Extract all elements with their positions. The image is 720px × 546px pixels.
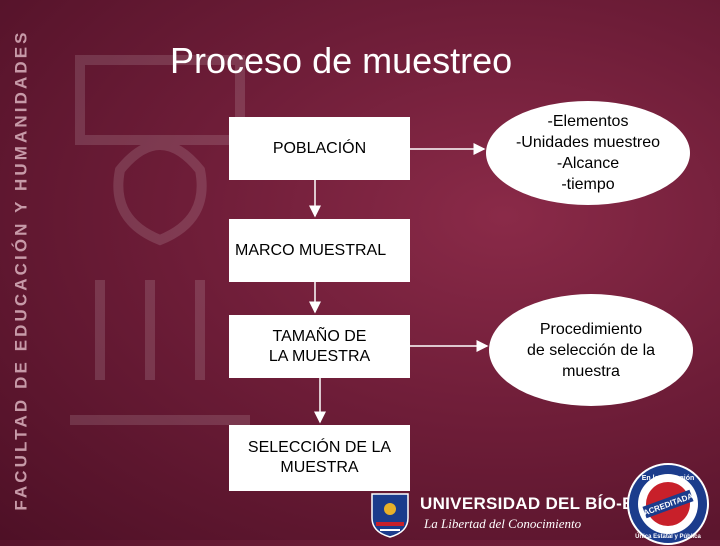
box-seleccion-muestra: SELECCIÓN DE LA MUESTRA <box>229 425 410 491</box>
university-emblem-icon <box>371 493 409 538</box>
box-poblacion: POBLACIÓN <box>229 117 410 180</box>
ellipse-elementos-label: -Elementos -Unidades muestreo -Alcance -… <box>515 113 661 193</box>
seal-bottom-text: Única Estatal y Pública <box>635 533 701 540</box>
accreditation-seal-icon: En la VIII región ACREDITADA Única Estat… <box>627 463 709 545</box>
box-tamano-muestra-label: TAMAÑO DE LA MUESTRA <box>268 327 371 365</box>
box-poblacion-label: POBLACIÓN <box>272 139 367 157</box>
box-marco-muestral-label: MARCO MUESTRAL <box>235 241 387 259</box>
seal-top-text: En la VIII región <box>642 475 695 482</box>
slide-title: Proceso de muestreo <box>170 40 513 81</box>
ellipse-elementos: -Elementos -Unidades muestreo -Alcance -… <box>486 101 690 205</box>
university-slogan: La Libertad del Conocimiento <box>424 516 582 531</box>
box-seleccion-muestra-label: SELECCIÓN DE LA MUESTRA <box>247 439 392 476</box>
university-logo-block: UNIVERSIDAD DEL BÍO-BÍO La Libertad del … <box>360 488 660 540</box>
box-tamano-muestra: TAMAÑO DE LA MUESTRA <box>229 315 410 378</box>
university-name: UNIVERSIDAD DEL BÍO-BÍO <box>420 494 654 513</box>
ellipse-procedimiento: Procedimiento de selección de la muestra <box>489 294 693 406</box>
ellipse-procedimiento-label: Procedimiento de selección de la muestra <box>526 320 656 380</box>
box-marco-muestral: MARCO MUESTRAL <box>229 219 410 282</box>
